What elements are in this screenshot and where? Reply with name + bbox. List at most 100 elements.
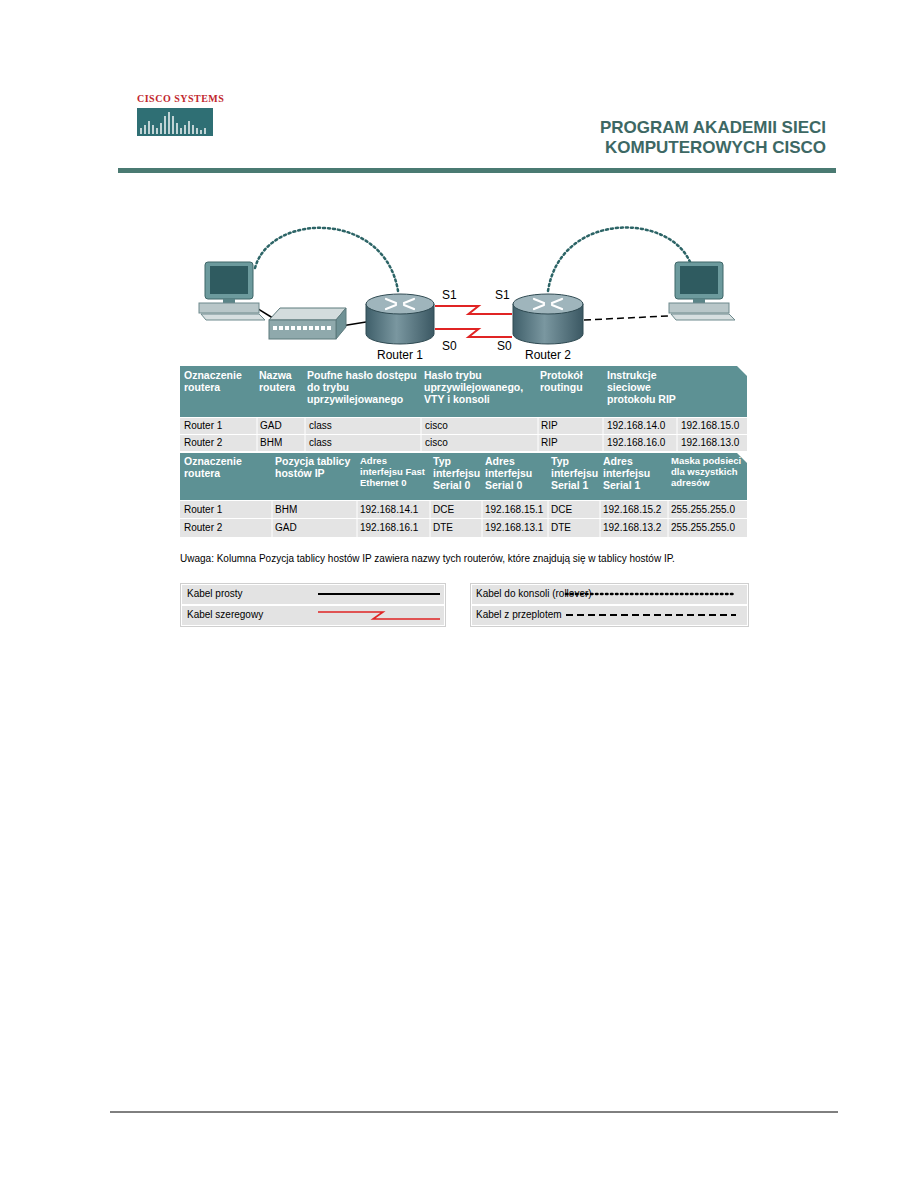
switch-icon [327, 326, 331, 330]
interface-label: S0 [497, 340, 512, 354]
table-background [180, 519, 747, 537]
router-node: Router 2 [512, 293, 584, 362]
table-cell: DCE [551, 504, 572, 516]
router-icon [534, 299, 562, 309]
cisco-logo [172, 116, 173, 134]
table-background [482, 501, 483, 537]
table-cell: RIP [541, 420, 558, 432]
pc-right [671, 314, 735, 320]
switch-icon [273, 326, 331, 330]
cables [584, 316, 668, 320]
switch-icon [269, 320, 336, 339]
interface-label: S1 [495, 289, 510, 303]
router-icon [552, 305, 562, 309]
pc-right [693, 299, 705, 303]
router-icon [534, 305, 544, 309]
switch-icon [291, 326, 295, 330]
table-cell: 255.255.255.0 [671, 504, 735, 516]
table-header: Adres interfejsu Serial 1 [603, 455, 667, 491]
table-cell: 192.168.13.0 [681, 437, 739, 449]
router-icon [365, 293, 435, 345]
legend-text: Kabel prosty [187, 588, 243, 600]
table-background [305, 418, 306, 451]
table-cell: Router 1 [184, 504, 222, 516]
table-cell: Router 2 [184, 522, 222, 534]
table-background [421, 418, 422, 451]
footer-rule [110, 1112, 838, 1113]
legend-text: Kabel z przeplotem [476, 609, 562, 621]
router-icon [404, 305, 414, 309]
table-header: Adres interfejsu Serial 0 [485, 455, 547, 491]
cisco-logo [152, 125, 153, 134]
cisco-logo [156, 128, 157, 134]
serial-link [435, 329, 512, 337]
table-background [180, 366, 747, 537]
table-background [600, 501, 601, 537]
table-header: Nazwa routera [259, 369, 304, 393]
table-cell: 192.168.15.2 [603, 504, 661, 516]
switch-icon [303, 326, 307, 330]
legend-background [471, 584, 749, 627]
cisco-logo [148, 121, 149, 134]
header-rule [118, 168, 836, 173]
table-header: Typ interfejsu Serial 1 [551, 455, 599, 491]
switch-icon [297, 326, 301, 330]
table-header: Typ interfejsu Serial 0 [433, 455, 481, 491]
interface-label: S0 [442, 340, 457, 354]
switch-icon [273, 326, 277, 330]
table-header: Adres interfejsu Fast Ethernet 0 [360, 455, 430, 488]
straight-cable-sample [318, 593, 440, 595]
table-header: Protokół routingu [540, 369, 602, 393]
table-background [257, 418, 258, 451]
table-background [677, 418, 678, 451]
legend-background [181, 584, 446, 627]
cisco-logo [176, 123, 177, 134]
pc-right [669, 262, 735, 320]
table-cell: 192.168.16.1 [360, 522, 418, 534]
cisco-logo [188, 121, 189, 134]
cables [548, 228, 690, 291]
cisco-logo [184, 125, 185, 134]
table-background [180, 366, 747, 417]
switch-icon [285, 326, 289, 330]
router-icon [386, 299, 396, 303]
pc-left [201, 314, 265, 320]
table-cell: class [309, 437, 332, 449]
cisco-logo [137, 108, 213, 136]
pc-right [680, 266, 718, 294]
cisco-logo [137, 108, 213, 136]
table-cell: Router 1 [184, 420, 222, 432]
switch-icon [269, 308, 346, 339]
table-cell: cisco [425, 420, 448, 432]
router-icon [534, 299, 544, 303]
pc-left [199, 303, 259, 313]
table-background [668, 501, 669, 537]
cisco-logo [160, 123, 161, 134]
table-background [180, 453, 747, 500]
switch-icon [279, 326, 283, 330]
crossover-cable-sample [566, 614, 736, 616]
router-label: Router 1 [365, 348, 435, 362]
table-cell: DTE [433, 522, 453, 534]
logo-text: CISCO SYSTEMS [137, 93, 227, 105]
router-label: Router 2 [512, 348, 584, 362]
table-background [180, 418, 747, 434]
switch-icon [269, 308, 346, 320]
table-cell: GAD [260, 420, 282, 432]
table-cell: DCE [433, 504, 454, 516]
router-icon [386, 299, 414, 309]
serial-cable-sample [318, 612, 440, 619]
cisco-logo [196, 128, 197, 134]
legend-background [182, 606, 444, 625]
cisco-logo [141, 112, 205, 134]
router-icon [404, 299, 414, 303]
table-cell: cisco [425, 437, 448, 449]
pc-left [210, 266, 248, 294]
table-header: Instrukcje sieciowe protokołu RIP [607, 369, 697, 405]
cisco-logo [192, 125, 193, 134]
pc-left [199, 262, 265, 320]
cables [250, 228, 690, 327]
table-background [180, 501, 747, 518]
legend-background [472, 606, 747, 625]
